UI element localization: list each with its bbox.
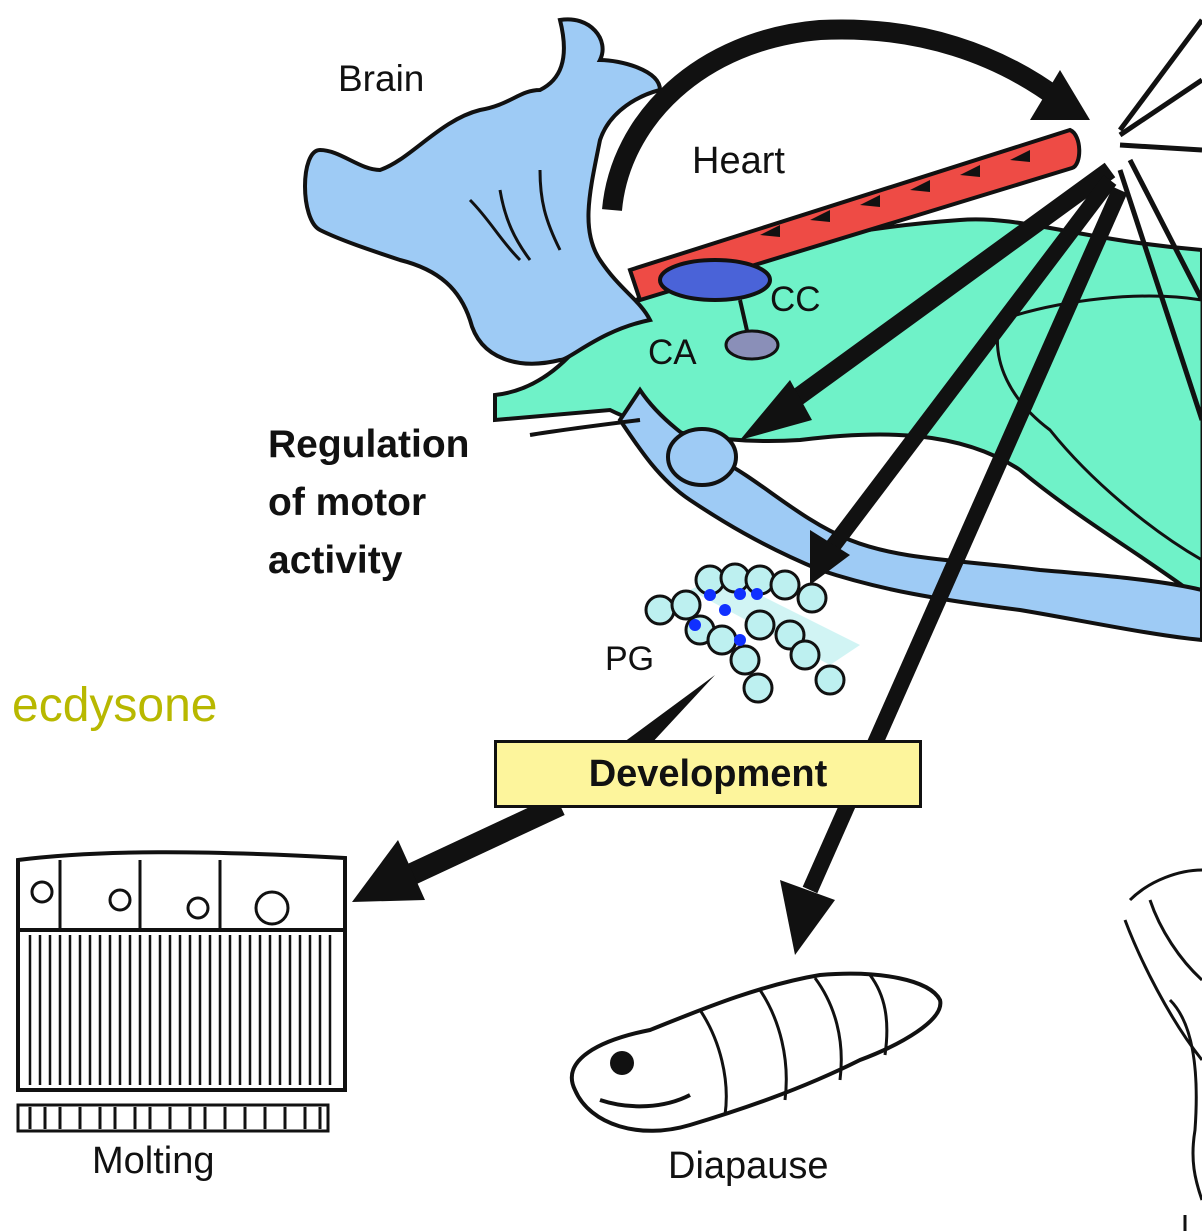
label-diapause: Diapause	[668, 1145, 829, 1188]
corpus-allatum	[726, 331, 778, 359]
diapause-pupa	[572, 974, 941, 1131]
corpus-cardiacum	[660, 260, 770, 300]
label-regulation-line-1: Regulation	[268, 416, 470, 474]
arrow-to-diapause-head	[780, 880, 835, 955]
label-pg: PG	[605, 640, 654, 679]
label-cc: CC	[770, 280, 821, 320]
development-box: Development	[494, 740, 922, 808]
ganglion	[668, 429, 736, 485]
label-ecdysone: ecdysone	[12, 678, 217, 733]
label-ca: CA	[648, 333, 697, 373]
label-regulation-line-2: of motor	[268, 474, 470, 532]
label-heart: Heart	[692, 140, 785, 183]
molting-illustration	[18, 852, 345, 1131]
label-molting: Molting	[92, 1140, 215, 1183]
label-development: Development	[589, 753, 828, 796]
pg-to-development	[620, 675, 715, 745]
label-regulation-line-3: activity	[268, 532, 470, 590]
label-regulation-of-motor-activity: Regulation of motor activity	[268, 416, 470, 590]
adult-insect-partial	[1125, 870, 1202, 1231]
arrow-to-molting	[410, 805, 560, 875]
label-brain: Brain	[338, 58, 424, 100]
